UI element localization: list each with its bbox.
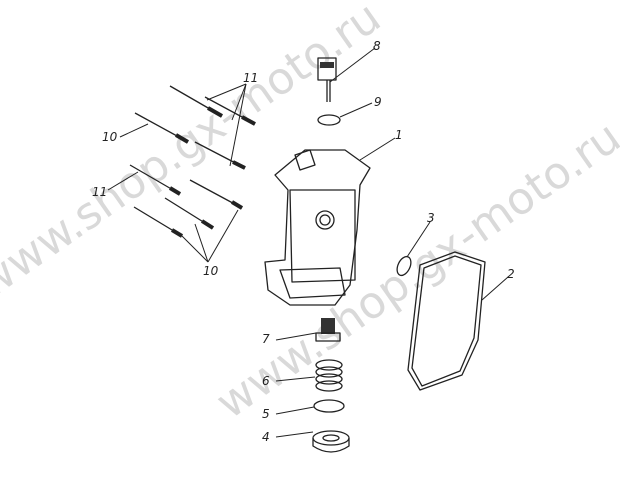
callout-10-bottom: 10 xyxy=(203,264,219,278)
o-ring-9 xyxy=(317,114,341,126)
callout-5: 5 xyxy=(262,407,270,421)
watermarks: www.shop.gx-moto.ru www.shop.gx-moto.ru xyxy=(0,0,620,429)
callout-11-left: 11 xyxy=(92,185,107,199)
callout-4: 4 xyxy=(262,430,270,444)
watermark-left: www.shop.gx-moto.ru xyxy=(0,0,390,309)
leader-lines xyxy=(107,47,509,438)
gasket-inner xyxy=(411,255,482,387)
callout-11-top: 11 xyxy=(243,71,258,85)
bolts xyxy=(129,85,256,238)
gasket xyxy=(407,251,486,391)
dipstick xyxy=(317,57,337,102)
filter-cap xyxy=(312,430,350,453)
drain-plug xyxy=(315,318,341,342)
callout-2: 2 xyxy=(507,267,515,281)
callout-9: 9 xyxy=(374,95,382,109)
callout-1: 1 xyxy=(395,128,403,142)
callout-labels: 8 9 1 3 2 7 6 5 4 11 10 11 10 xyxy=(92,39,515,444)
oil-seal xyxy=(396,255,412,277)
callout-6: 6 xyxy=(262,374,270,388)
spring xyxy=(315,359,343,392)
callout-7: 7 xyxy=(262,332,270,346)
callout-10-top: 10 xyxy=(102,130,118,144)
crankcase-cover xyxy=(264,149,371,306)
callout-8: 8 xyxy=(373,39,381,53)
o-ring-5 xyxy=(313,399,345,413)
callout-3: 3 xyxy=(427,211,435,225)
